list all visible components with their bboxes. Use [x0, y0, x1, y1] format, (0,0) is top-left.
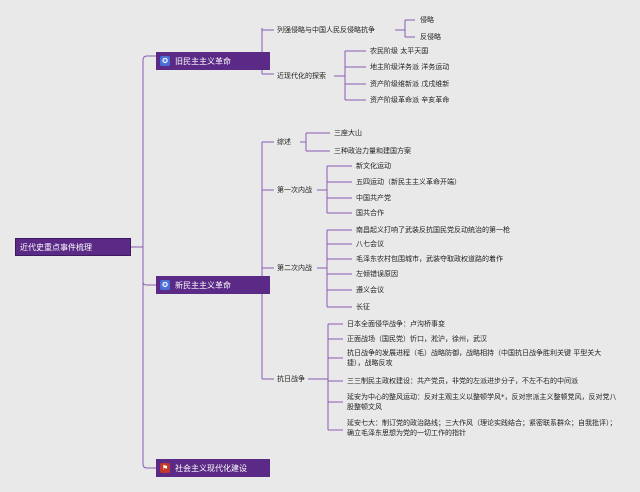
list-item[interactable]: 五四运动（新民主主义革命开端） — [356, 178, 461, 186]
branch-socialist-modernization[interactable]: ⚑ 社会主义现代化建设 — [156, 459, 270, 477]
list-item[interactable]: 毛泽东农村包围城市，武装夺取政权道路的着作 — [356, 255, 503, 263]
branch-new-democratic-revolution[interactable]: ✪ 新民主主义革命 — [156, 276, 270, 294]
list-item[interactable]: 左倾错误原因 — [356, 270, 398, 278]
branch-label: 新民主主义革命 — [175, 280, 231, 290]
flag-icon: ⚑ — [160, 463, 170, 473]
list-item[interactable]: 地主阶级洋务派 洋务运动 — [370, 63, 450, 71]
revolution-icon: ✪ — [160, 280, 170, 290]
root-node[interactable]: 近代史重点事件梳理 — [15, 238, 131, 256]
list-item[interactable]: 八七会议 — [356, 240, 384, 248]
list-item[interactable]: 遵义会议 — [356, 286, 384, 294]
topic-overview[interactable]: 综述 — [277, 138, 291, 146]
topic-first-civil-war[interactable]: 第一次内战 — [277, 186, 312, 194]
topic-anti-aggression[interactable]: 反侵略 — [420, 33, 441, 41]
list-item[interactable]: 延安为中心的整风运动：反对主观主义以整顿学风*，反对宗派主义整顿党风，反对党八股… — [347, 393, 617, 411]
topic-modernization[interactable]: 近现代化的探索 — [277, 72, 326, 80]
list-item[interactable]: 中国共产党 — [356, 194, 391, 202]
list-item[interactable]: 抗日战争的发展进程（毛）战略防御，战略相持（中国抗日战争胜利关键 平型关大捷），… — [347, 349, 602, 367]
list-item[interactable]: 正面战场（国民党）忻口，淞沪，徐州，武汉 — [347, 335, 487, 343]
topic-second-civil-war[interactable]: 第二次内战 — [277, 264, 312, 272]
list-item[interactable]: 三种政治力量和建国方案 — [334, 147, 411, 155]
list-item[interactable]: 资产阶级革命派 辛亥革命 — [370, 96, 450, 104]
branch-label: 社会主义现代化建设 — [175, 463, 247, 473]
list-item[interactable]: 三座大山 — [334, 129, 362, 137]
list-item[interactable]: 日本全面侵华战争：卢沟桥事变 — [347, 320, 445, 328]
list-item[interactable]: 新文化运动 — [356, 162, 391, 170]
branch-old-democratic-revolution[interactable]: ✪ 旧民主主义革命 — [156, 52, 270, 70]
revolution-icon: ✪ — [160, 56, 170, 66]
topic-aggression[interactable]: 侵略 — [420, 16, 434, 24]
list-item[interactable]: 长征 — [356, 303, 370, 311]
list-item[interactable]: 延安七大：制订党的政治路线；三大作风（理论实践结合；紧密联系群众；自我批评）；确… — [347, 419, 617, 437]
branch-label: 旧民主主义革命 — [175, 56, 231, 66]
topic-anti-japanese-war[interactable]: 抗日战争 — [277, 375, 305, 383]
list-item[interactable]: 国共合作 — [356, 209, 384, 217]
list-item[interactable]: 资产阶级维新派 戊戌维新 — [370, 80, 450, 88]
list-item[interactable]: 三三制民主政权建设：共产党员，非党的左派进步分子，不左不右的中间派 — [347, 377, 578, 385]
list-item[interactable]: 农民阶级 太平天国 — [370, 47, 429, 55]
list-item[interactable]: 南昌起义打响了武装反抗国民党反动统治的第一枪 — [356, 226, 510, 234]
topic-aggression-resistance[interactable]: 列强侵略与中国人民反侵略抗争 — [277, 26, 375, 34]
